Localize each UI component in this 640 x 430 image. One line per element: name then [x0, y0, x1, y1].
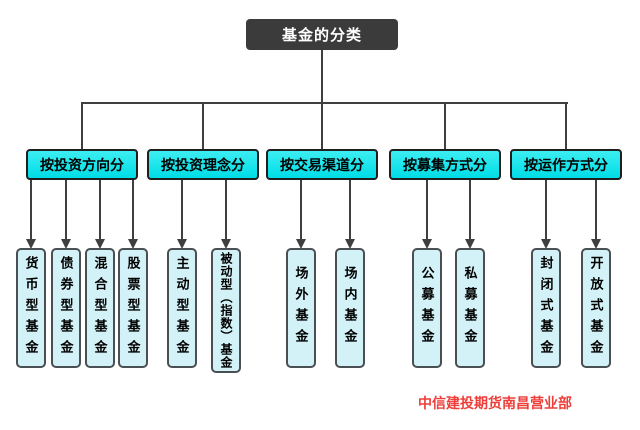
leaf-node-label: 私募基金 [462, 266, 478, 350]
connector-arrow-line [469, 180, 471, 239]
arrow-down-icon [591, 239, 601, 249]
connector-hline [82, 102, 568, 104]
connector-arrow-line [181, 180, 183, 239]
connector-arrow-line [30, 180, 32, 239]
leaf-node-label: 场内基金 [342, 266, 358, 350]
leaf-node-label: 封闭式基金 [538, 255, 554, 361]
arrow-down-icon [422, 239, 432, 249]
connector-stub [202, 102, 204, 151]
connector-trunk [321, 50, 323, 103]
arrow-down-icon [177, 239, 187, 249]
arrow-down-icon [296, 239, 306, 249]
branch-node: 按运作方式分 [510, 149, 622, 180]
connector-arrow-line [65, 180, 67, 239]
connector-arrow-line [426, 180, 428, 239]
arrow-down-icon [345, 239, 355, 249]
connector-stub [444, 102, 446, 151]
connector-arrow-line [300, 180, 302, 239]
leaf-node: 主动型基金 [167, 248, 197, 368]
branch-node: 按投资方向分 [26, 149, 138, 180]
leaf-node: 私募基金 [455, 248, 485, 368]
connector-stub [321, 102, 323, 151]
connector-arrow-line [349, 180, 351, 239]
arrow-down-icon [541, 239, 551, 249]
arrow-down-icon [61, 239, 71, 249]
leaf-node: 公募基金 [412, 248, 442, 368]
leaf-node: 股票型基金 [118, 248, 148, 368]
connector-stub [565, 102, 567, 151]
leaf-node-label: 被动型（指数）基金 [219, 252, 233, 369]
branch-node: 按交易渠道分 [266, 149, 378, 180]
leaf-node: 货币型基金 [16, 248, 46, 368]
leaf-node: 开放式基金 [581, 248, 611, 368]
connector-arrow-line [132, 180, 134, 239]
leaf-node: 场内基金 [335, 248, 365, 368]
branch-node: 按投资理念分 [147, 149, 259, 180]
watermark-text: 中信建投期货南昌营业部 [418, 395, 572, 411]
branch-node: 按募集方式分 [389, 149, 501, 180]
arrow-down-icon [26, 239, 36, 249]
leaf-node: 债券型基金 [51, 248, 81, 368]
leaf-node: 场外基金 [286, 248, 316, 368]
arrow-down-icon [221, 239, 231, 249]
leaf-node: 被动型（指数）基金 [211, 248, 241, 373]
leaf-node-label: 混合型基金 [92, 255, 108, 361]
arrow-down-icon [128, 239, 138, 249]
leaf-node-label: 债券型基金 [58, 255, 74, 361]
leaf-node-label: 货币型基金 [23, 255, 39, 361]
leaf-node-label: 股票型基金 [125, 255, 141, 361]
connector-arrow-line [545, 180, 547, 239]
connector-stub [81, 102, 83, 151]
leaf-node-label: 开放式基金 [588, 255, 604, 361]
leaf-node: 混合型基金 [85, 248, 115, 368]
leaf-node: 封闭式基金 [531, 248, 561, 368]
leaf-node-label: 公募基金 [419, 266, 435, 350]
arrow-down-icon [95, 239, 105, 249]
connector-arrow-line [99, 180, 101, 239]
arrow-down-icon [465, 239, 475, 249]
root-node: 基金的分类 [246, 19, 398, 50]
leaf-node-label: 主动型基金 [174, 255, 190, 361]
connector-arrow-line [225, 180, 227, 239]
connector-arrow-line [595, 180, 597, 239]
leaf-node-label: 场外基金 [293, 266, 309, 350]
